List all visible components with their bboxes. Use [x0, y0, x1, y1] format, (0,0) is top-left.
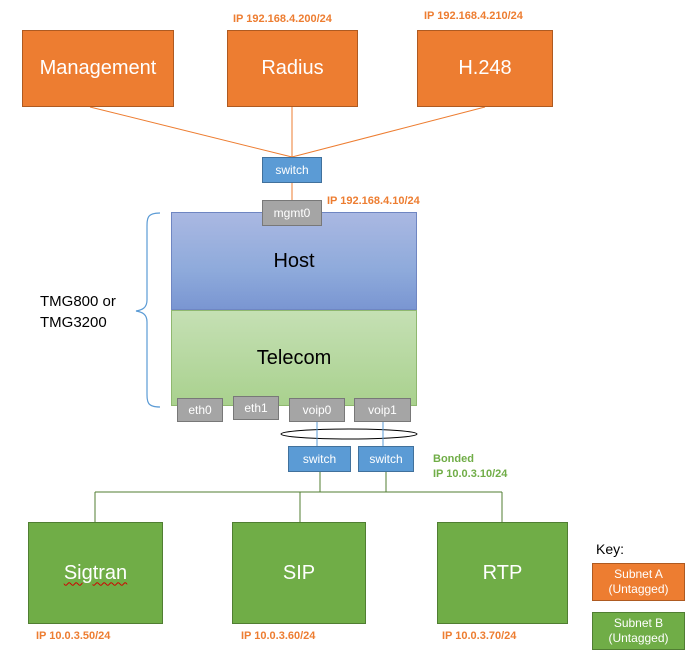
- mgmt0-label: mgmt0: [273, 206, 311, 220]
- sigtran-node: Sigtran: [28, 522, 163, 624]
- bond-switch-right-label: switch: [369, 452, 403, 466]
- sip-label: SIP: [282, 561, 316, 584]
- eth0-port: eth0: [177, 398, 223, 422]
- key-subnet-a-line2: (Untagged): [608, 582, 669, 596]
- management-node: Management: [22, 30, 174, 107]
- voip0-port: voip0: [289, 398, 345, 422]
- sip-ip: IP 10.0.3.60/24: [241, 630, 316, 642]
- voip0-label: voip0: [302, 403, 332, 417]
- key-subnet-a: Subnet A (Untagged): [592, 563, 685, 601]
- rtp-ip: IP 10.0.3.70/24: [442, 630, 517, 642]
- host-section: Host: [171, 212, 417, 310]
- eth1-label: eth1: [244, 401, 268, 415]
- mgmt-switch-label: switch: [275, 163, 309, 177]
- h248-label: H.248: [458, 57, 512, 79]
- device-bracket: [135, 212, 161, 408]
- telecom-label: Telecom: [256, 346, 332, 369]
- bonded-ip: IP 10.0.3.10/24: [433, 468, 508, 480]
- bond-switch-right: switch: [358, 446, 414, 472]
- bonded-info: Bonded IP 10.0.3.10/24: [433, 452, 507, 482]
- device-label: TMG800 or TMG3200: [40, 291, 116, 333]
- key-title: Key:: [596, 541, 625, 557]
- voip1-port: voip1: [354, 398, 411, 422]
- radius-ip: IP 192.168.4.200/24: [233, 13, 332, 25]
- key-subnet-b: Subnet B (Untagged): [592, 612, 685, 650]
- mgmt-switch: switch: [262, 157, 322, 183]
- bond-switch-left-label: switch: [302, 452, 337, 466]
- rtp-label: RTP: [482, 561, 523, 584]
- mgmt0-ip: IP 192.168.4.10/24: [327, 195, 420, 207]
- h248-ip: IP 192.168.4.210/24: [424, 10, 523, 22]
- h248-node: H.248: [417, 30, 553, 107]
- bonded-label: Bonded: [433, 453, 474, 465]
- voip1-label: voip1: [368, 403, 397, 417]
- radius-node: Radius: [227, 30, 358, 107]
- mgmt0-port: mgmt0: [262, 200, 322, 226]
- device-label-line1: TMG800 or: [40, 293, 116, 310]
- rtp-node: RTP: [437, 522, 568, 624]
- telecom-section: Telecom: [171, 310, 417, 406]
- line-management-switch: [89, 106, 293, 158]
- eth0-label: eth0: [188, 403, 212, 417]
- sigtran-label: Sigtran: [63, 561, 128, 584]
- key-subnet-a-line1: Subnet A: [614, 567, 663, 581]
- device-label-line2: TMG3200: [40, 314, 107, 331]
- sip-node: SIP: [232, 522, 366, 624]
- bond-ellipse: [280, 428, 418, 440]
- sigtran-ip: IP 10.0.3.50/24: [36, 630, 111, 642]
- line-h248-switch: [291, 106, 486, 158]
- radius-label: Radius: [261, 57, 324, 79]
- key-subnet-b-line2: (Untagged): [608, 631, 669, 645]
- bond-switch-left: switch: [288, 446, 351, 472]
- eth1-port: eth1: [233, 396, 279, 420]
- key-subnet-b-line1: Subnet B: [613, 616, 664, 630]
- host-label: Host: [273, 249, 315, 272]
- management-label: Management: [39, 57, 157, 79]
